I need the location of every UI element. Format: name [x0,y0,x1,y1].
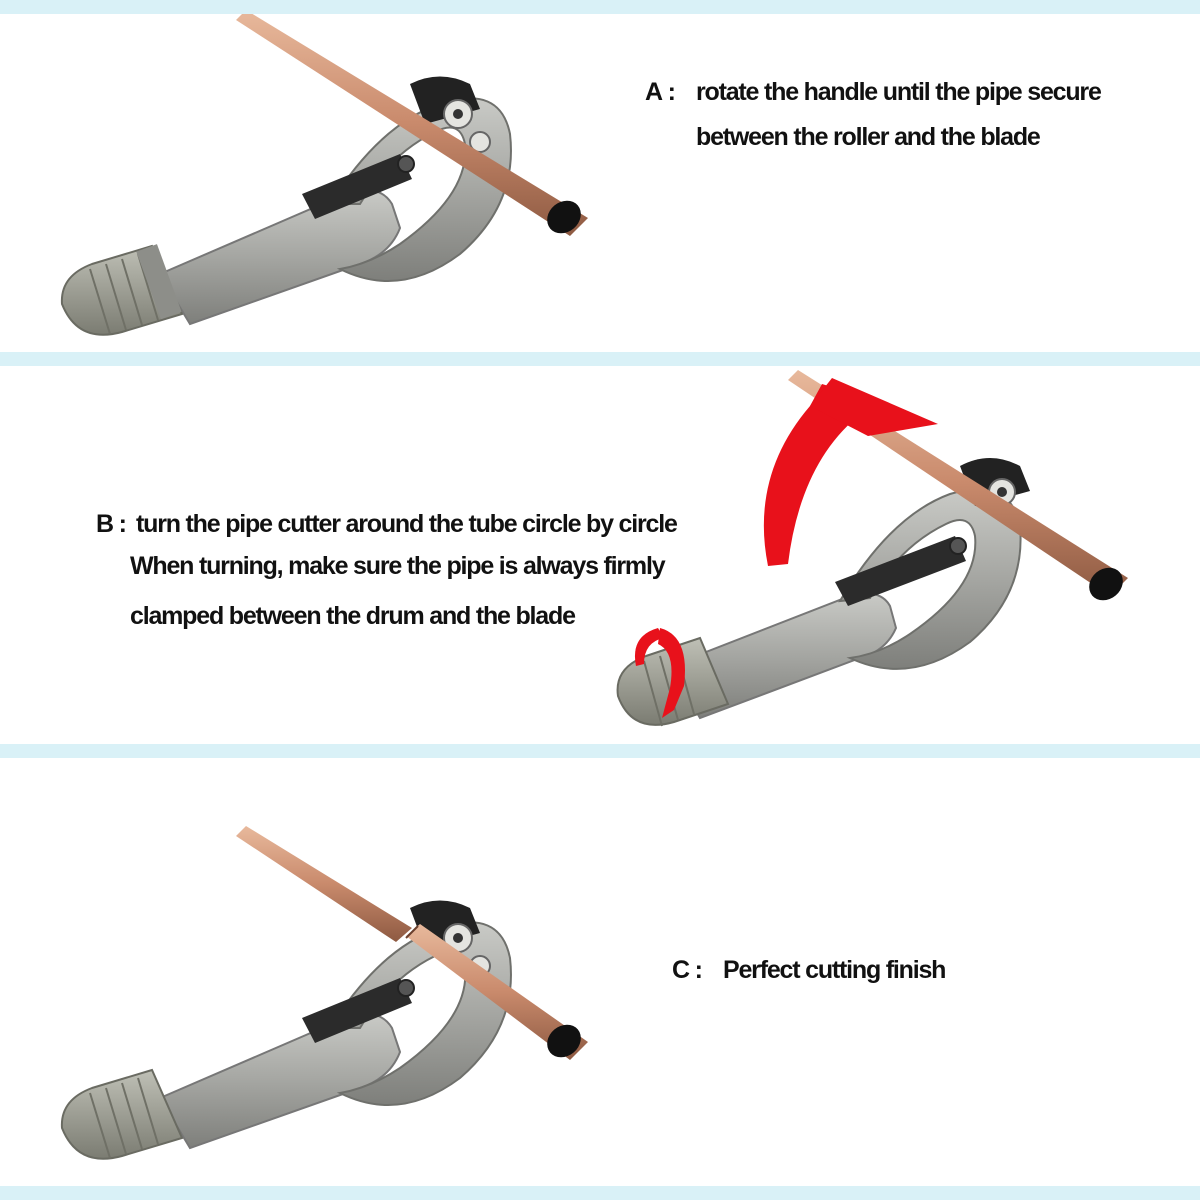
step-b-line-3: clamped between the drum and the blade [130,604,575,629]
tube-cutter-illustration-rotating [600,366,1160,744]
step-b-line-2: When turning, make sure the pipe is alwa… [130,554,664,579]
step-c-panel: C : Perfect cutting finish [0,758,1200,1186]
step-a-line-1: rotate the handle until the pipe secure [696,80,1101,105]
step-c-marker: C : [672,958,702,983]
step-a-marker: A : [645,80,675,105]
middle-separator-band-2 [0,744,1200,758]
bottom-separator-band [0,1186,1200,1200]
step-b-line-1: turn the pipe cutter around the tube cir… [136,512,677,537]
top-separator-band [0,0,1200,14]
step-b-panel: B : turn the pipe cutter around the tube… [0,366,1200,744]
step-b-marker: B : [96,512,126,537]
step-a-line-2: between the roller and the blade [696,125,1040,150]
step-c-text: C : Perfect cutting finish [0,758,1200,1186]
step-c-line-1: Perfect cutting finish [723,958,945,983]
middle-separator-band-1 [0,352,1200,366]
step-a-panel: A : rotate the handle until the pipe sec… [0,14,1200,352]
step-a-text: A : rotate the handle until the pipe sec… [0,14,1200,352]
